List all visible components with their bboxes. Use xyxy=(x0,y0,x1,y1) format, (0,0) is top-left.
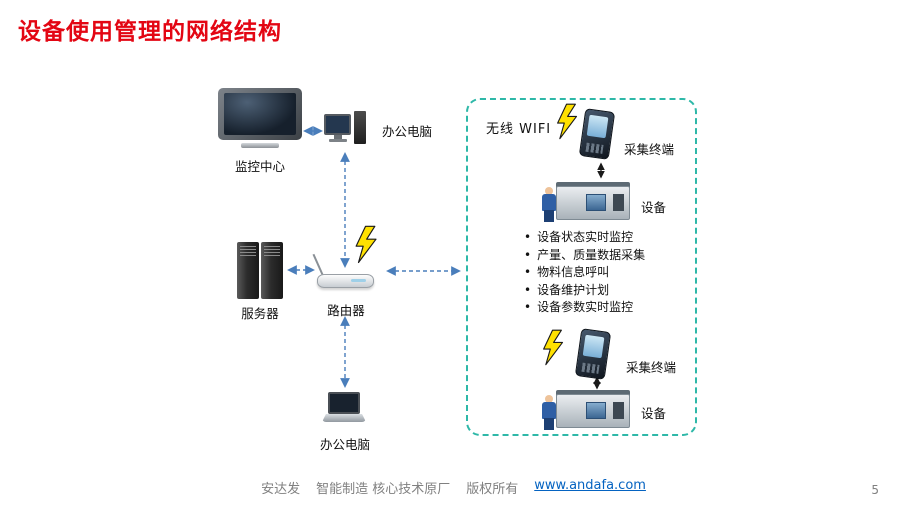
monitor-center-label: 监控中心 xyxy=(234,159,285,174)
bullet-item: 设备参数实时监控 xyxy=(524,301,694,313)
slide-title: 设备使用管理的网络结构 xyxy=(18,19,282,45)
device2-label: 设备 xyxy=(641,406,667,421)
feature-bullet-list: 设备状态实时监控 产量、质量数据采集 物料信息呼叫 设备维护计划 设备参数实时监… xyxy=(524,231,694,319)
footer-company: 安达发 xyxy=(261,482,301,497)
footer-tagline: 智能制造 核心技术原厂 xyxy=(316,482,451,497)
bullet-item: 物料信息呼叫 xyxy=(524,266,694,278)
device1-label: 设备 xyxy=(641,200,667,215)
operator-figure xyxy=(545,187,553,195)
server-icon xyxy=(237,242,283,299)
bullet-item: 设备状态实时监控 xyxy=(524,231,694,243)
operator-figure xyxy=(545,395,553,403)
bullet-item: 产量、质量数据采集 xyxy=(524,249,694,261)
wifi-label: 无线 WIFI xyxy=(486,122,552,137)
terminal1-label: 采集终端 xyxy=(624,142,675,157)
lightning-bolt-icon xyxy=(540,328,565,372)
desktop-pc-icon xyxy=(324,110,366,152)
router-icon xyxy=(317,274,374,288)
lightning-bolt-icon xyxy=(352,224,379,270)
office-pc-bottom-label: 办公电脑 xyxy=(319,437,370,452)
footer-website-link[interactable]: www.andafa.com xyxy=(534,478,646,493)
terminal2-label: 采集终端 xyxy=(626,360,677,375)
bullet-item: 设备维护计划 xyxy=(524,284,694,296)
footer-copyright: 版权所有 xyxy=(466,482,519,497)
server-label: 服务器 xyxy=(241,306,279,321)
page-number: 5 xyxy=(871,483,879,497)
machine-with-operator-icon xyxy=(534,388,630,432)
machine-with-operator-icon xyxy=(534,180,630,224)
footer: 安达发 智能制造 核心技术原厂 版权所有 www.andafa.com xyxy=(0,478,907,497)
router-label: 路由器 xyxy=(327,303,365,318)
office-pc-top-label: 办公电脑 xyxy=(382,124,433,139)
lightning-bolt-icon xyxy=(554,102,579,146)
laptop-icon xyxy=(322,392,366,426)
tv-monitor-icon xyxy=(218,88,302,152)
wifi-zone-panel xyxy=(466,98,697,436)
